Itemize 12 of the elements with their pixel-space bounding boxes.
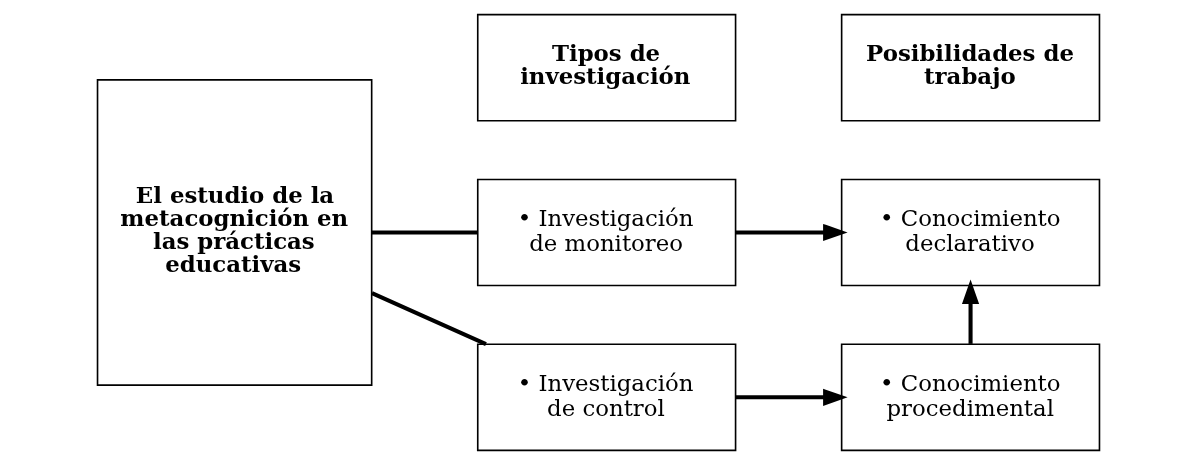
node-box: • Conocimiento declarativo xyxy=(840,178,1100,287)
connector xyxy=(370,291,487,346)
node-box: El estudio de la metacognición en las prácticas educativas xyxy=(96,79,372,386)
arrow xyxy=(735,388,848,406)
node-box: Tipos de investigación xyxy=(476,13,736,122)
node-box: • Investigación de monitoreo xyxy=(476,178,736,287)
connector xyxy=(371,230,477,235)
node-box: • Investigación de control xyxy=(476,343,736,452)
node-box: • Conocimiento procedimental xyxy=(840,343,1100,452)
arrow xyxy=(961,279,979,344)
node-box: Posibilidades de trabajo xyxy=(840,13,1100,122)
arrow xyxy=(735,223,848,242)
